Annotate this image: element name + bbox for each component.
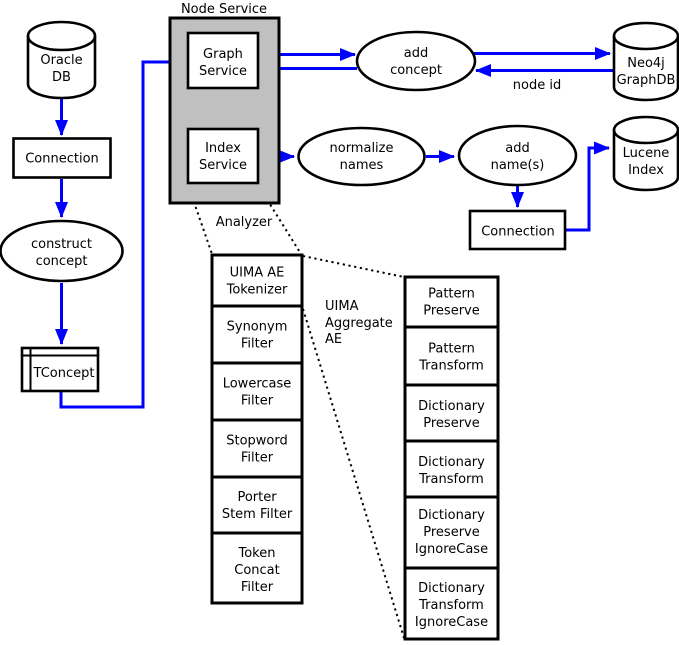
normalize-names-label: normalize: [330, 141, 394, 156]
connection-left-label: Connection: [25, 152, 99, 167]
lowercase-filter-box: [210, 361, 304, 422]
pattern-preserve-label: Preserve: [423, 304, 479, 319]
uima-ae-tokenizer-label: UIMA AE: [230, 266, 285, 281]
add-concept-label: add: [404, 46, 428, 61]
arrow-tconcept-to-graph-service: [59, 55, 186, 409]
token-concat-filter-label: Filter: [241, 580, 274, 595]
index-service-box: [186, 127, 260, 185]
neo4j-label: Neo4j: [627, 56, 665, 71]
lucene-cylinder: [612, 115, 679, 192]
pattern-transform-label: Pattern: [428, 342, 475, 357]
arrow-connection-to-lucene: [566, 141, 610, 232]
dictionary-transform-ignorecase-label: Transform: [418, 598, 484, 613]
dictionary-transform-ignorecase-label: Dictionary: [418, 581, 485, 596]
uima-ae-tokenizer-box: [210, 253, 304, 308]
uima-ae-tokenizer-label: Tokenizer: [226, 283, 288, 298]
pattern-preserve-box: [403, 275, 500, 329]
svg-text:AE: AE: [325, 332, 342, 347]
stopword-filter-label: Filter: [241, 451, 274, 466]
oracle-db-label: Oracle: [40, 53, 82, 68]
neo4j-label: GraphDB: [617, 73, 676, 88]
svg-text:UIMA: UIMA: [325, 299, 359, 314]
normalize-names-ellipse: [297, 126, 426, 187]
index-service-label: Index: [205, 141, 241, 156]
dotted-tokenizer-to-uima-top: [302, 255, 405, 278]
dictionary-transform-ignorecase-box: [403, 566, 500, 641]
construct-concept-label: concept: [36, 254, 88, 269]
connection-right-label: Connection: [481, 225, 555, 240]
stopword-filter-box: [210, 418, 304, 479]
oracle-db-cylinder: [26, 20, 97, 100]
dictionary-preserve-ignorecase-label: Dictionary: [418, 508, 485, 523]
graph-service-label: Service: [199, 64, 247, 79]
tconcept-label: TConcept: [33, 366, 95, 381]
synonym-filter-box: [210, 304, 304, 365]
lowercase-filter-label: Filter: [241, 394, 274, 409]
construct-concept-ellipse: [0, 219, 124, 283]
porter-stem-filter-label: Stem Filter: [222, 507, 293, 522]
construct-concept-label: construct: [31, 237, 92, 252]
connection-left-box: [12, 137, 112, 179]
dictionary-transform-ignorecase-label: IgnoreCase: [415, 615, 488, 630]
dotted-tokenizer-to-uima-bottom: [302, 308, 405, 639]
add-names-label: name(s): [491, 158, 545, 173]
add-concept-label: concept: [390, 63, 442, 78]
tconcept-shape: [20, 346, 100, 393]
pattern-transform-label: Transform: [418, 359, 484, 374]
add-concept-ellipse: [355, 30, 477, 92]
lucene-label: Lucene: [623, 146, 670, 161]
dictionary-preserve-ignorecase-box: [403, 495, 500, 570]
synonym-filter-label: Filter: [241, 337, 274, 352]
token-concat-filter-box: [210, 531, 304, 605]
add-names-ellipse: [457, 124, 578, 187]
stopword-filter-label: Stopword: [226, 434, 288, 449]
dictionary-preserve-ignorecase-label: IgnoreCase: [415, 542, 488, 557]
token-concat-filter-label: Token: [238, 546, 276, 561]
svg-text:Aggregate: Aggregate: [325, 316, 393, 331]
porter-stem-filter-box: [210, 475, 304, 535]
analyzer-label: Analyzer: [216, 215, 273, 230]
dictionary-preserve-ignorecase-label: Preserve: [423, 525, 479, 540]
add-names-label: add: [505, 141, 529, 156]
dictionary-transform-box: [403, 439, 500, 499]
node-service-title: Node Service: [181, 2, 267, 17]
oracle-db-label: DB: [52, 70, 71, 85]
normalize-names-label: names: [340, 158, 384, 173]
pattern-transform-box: [403, 325, 500, 387]
dictionary-preserve-box: [403, 383, 500, 443]
token-concat-filter-label: Concat: [234, 563, 279, 578]
index-service-label: Service: [199, 158, 247, 173]
lowercase-filter-label: Lowercase: [223, 377, 292, 392]
neo4j-cylinder: [612, 21, 679, 102]
dictionary-transform-label: Transform: [418, 472, 484, 487]
lucene-label: Index: [628, 163, 664, 178]
dictionary-transform-label: Dictionary: [418, 455, 485, 470]
synonym-filter-label: Synonym: [227, 320, 288, 335]
graph-service-box: [186, 31, 260, 90]
pattern-preserve-label: Pattern: [428, 287, 475, 302]
uima-stack: Pattern Preserve Pattern Transform Dicti…: [403, 275, 500, 641]
graph-service-label: Graph: [203, 47, 243, 62]
analyzer-stack: UIMA AE Tokenizer Synonym Filter Lowerca…: [210, 253, 304, 605]
dictionary-preserve-label: Dictionary: [418, 399, 485, 414]
dictionary-preserve-label: Preserve: [423, 416, 479, 431]
connection-right-box: [468, 209, 567, 251]
node-id-label: node id: [513, 78, 561, 93]
porter-stem-filter-label: Porter: [237, 490, 277, 505]
uima-aggregate-label: UIMA Aggregate AE: [325, 299, 393, 347]
